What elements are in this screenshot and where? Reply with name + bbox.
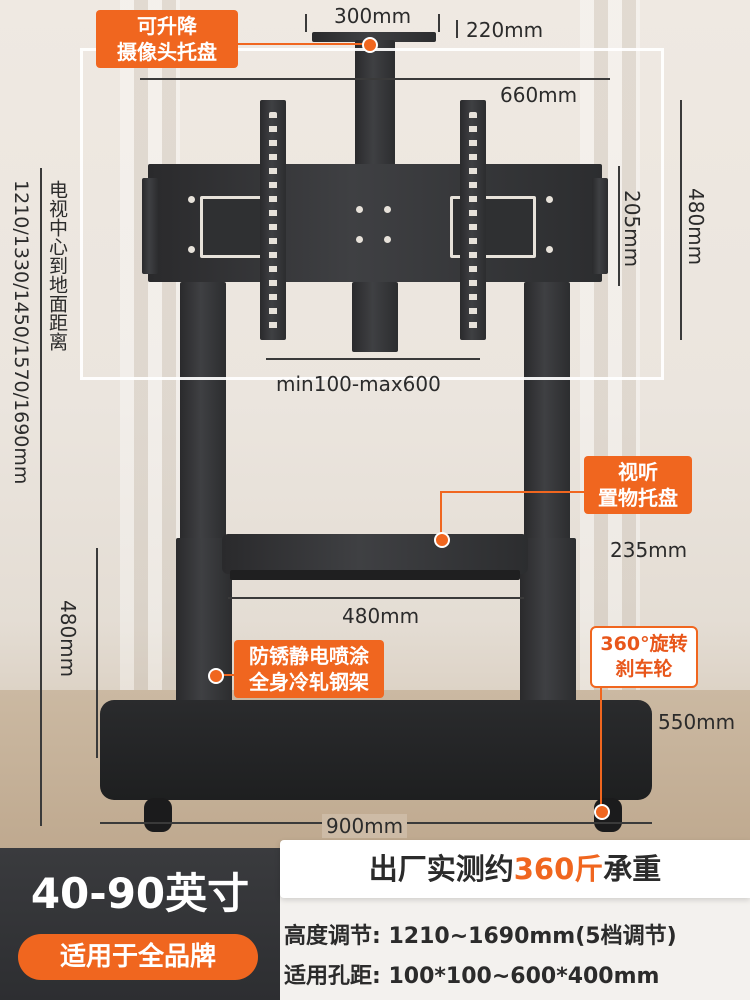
dim-shelf-depth: 235mm xyxy=(610,538,688,562)
tag-line: 可升降 xyxy=(137,14,197,38)
shelf-lip xyxy=(230,570,520,580)
spec-value: 100*100~600*400mm xyxy=(388,964,660,989)
screen-size-title: 40-90英寸 xyxy=(30,869,250,918)
dim-line xyxy=(228,597,524,599)
dim-tray-width: 300mm xyxy=(334,4,412,28)
spec-key: 适用孔距: xyxy=(284,964,381,989)
tag-pointer xyxy=(440,491,584,493)
tag-line: 刹车轮 xyxy=(615,658,673,680)
tag-wheel: 360°旋转 刹车轮 xyxy=(590,626,698,688)
dim-line xyxy=(680,100,682,340)
dim-mount-inner-height: 205mm xyxy=(620,190,644,268)
mount-ear-right xyxy=(592,178,608,274)
dim-shelf-width: 480mm xyxy=(342,604,420,628)
load-suffix: 承重 xyxy=(603,852,662,886)
tag-pointer xyxy=(216,674,234,676)
arm-slots xyxy=(269,112,277,332)
load-prefix: 出厂实测约 xyxy=(368,852,514,886)
center-bracket xyxy=(352,282,398,352)
wheel xyxy=(144,798,172,832)
tag-av-tray: 视听 置物托盘 xyxy=(584,456,692,514)
tag-dot xyxy=(208,668,224,684)
spec-row-vesa: 适用孔距: 100*100~600*400mm xyxy=(284,958,659,990)
spec-key: 高度调节: xyxy=(284,924,381,949)
mount-hole xyxy=(546,196,553,203)
mount-hole xyxy=(546,246,553,253)
dim-vesa-range: min100-max600 xyxy=(276,372,441,396)
camera-tray xyxy=(312,32,436,42)
spec-value: 1210~1690mm(5档调节) xyxy=(388,924,677,949)
center-height-label: 电视中心到地面距离 xyxy=(46,180,68,351)
dim-line xyxy=(140,78,610,80)
dim-base-width: 900mm xyxy=(322,814,408,838)
dim-tick xyxy=(305,14,307,32)
dim-tray-depth: 220mm xyxy=(466,18,544,42)
load-capacity-banner: 出厂实测约360斤承重 xyxy=(280,840,750,898)
camera-pole xyxy=(355,40,395,170)
dim-mount-width: 660mm xyxy=(500,83,578,107)
mount-hole xyxy=(356,206,363,213)
tag-line: 360°旋转 xyxy=(600,633,688,655)
load-value: 360斤 xyxy=(513,852,604,886)
tag-camera-tray: 可升降 摄像头托盘 xyxy=(96,10,238,68)
brand-compatibility-pill: 适用于全品牌 xyxy=(18,934,258,980)
spec-row-height: 高度调节: 1210~1690mm(5档调节) xyxy=(284,918,677,950)
mount-hole xyxy=(384,236,391,243)
curtain xyxy=(120,0,180,720)
dim-line xyxy=(40,168,42,826)
dim-tick xyxy=(438,14,440,32)
tag-pointer xyxy=(238,43,368,45)
dim-tick xyxy=(456,20,458,38)
arm-slots xyxy=(469,112,477,332)
mount-hole xyxy=(188,196,195,203)
av-shelf xyxy=(222,534,528,574)
dim-line xyxy=(266,358,480,360)
mount-ear-left xyxy=(142,178,158,274)
dim-lower-height: 480mm xyxy=(56,600,80,678)
tag-dot xyxy=(594,804,610,820)
tag-dot xyxy=(434,532,450,548)
tag-line: 全身冷轧钢架 xyxy=(249,670,369,694)
tag-pointer xyxy=(600,686,602,808)
dim-line xyxy=(96,548,98,758)
tag-line: 摄像头托盘 xyxy=(117,40,217,64)
tag-line: 防锈静电喷涂 xyxy=(249,644,369,668)
dim-base-depth: 550mm xyxy=(658,710,736,734)
curtain xyxy=(580,0,640,720)
base xyxy=(100,700,652,800)
mount-hole xyxy=(384,206,391,213)
tag-line: 视听 xyxy=(618,460,658,484)
center-height-values: 1210/1330/1450/1570/1690mm xyxy=(10,180,32,485)
tag-steel-frame: 防锈静电喷涂 全身冷轧钢架 xyxy=(234,640,384,698)
mount-hole xyxy=(356,236,363,243)
mount-hole xyxy=(188,246,195,253)
dim-line xyxy=(618,166,620,286)
tag-pointer xyxy=(440,491,442,537)
dim-mount-outer-height: 480mm xyxy=(684,188,708,266)
tag-dot xyxy=(362,37,378,53)
tag-line: 置物托盘 xyxy=(598,486,678,510)
